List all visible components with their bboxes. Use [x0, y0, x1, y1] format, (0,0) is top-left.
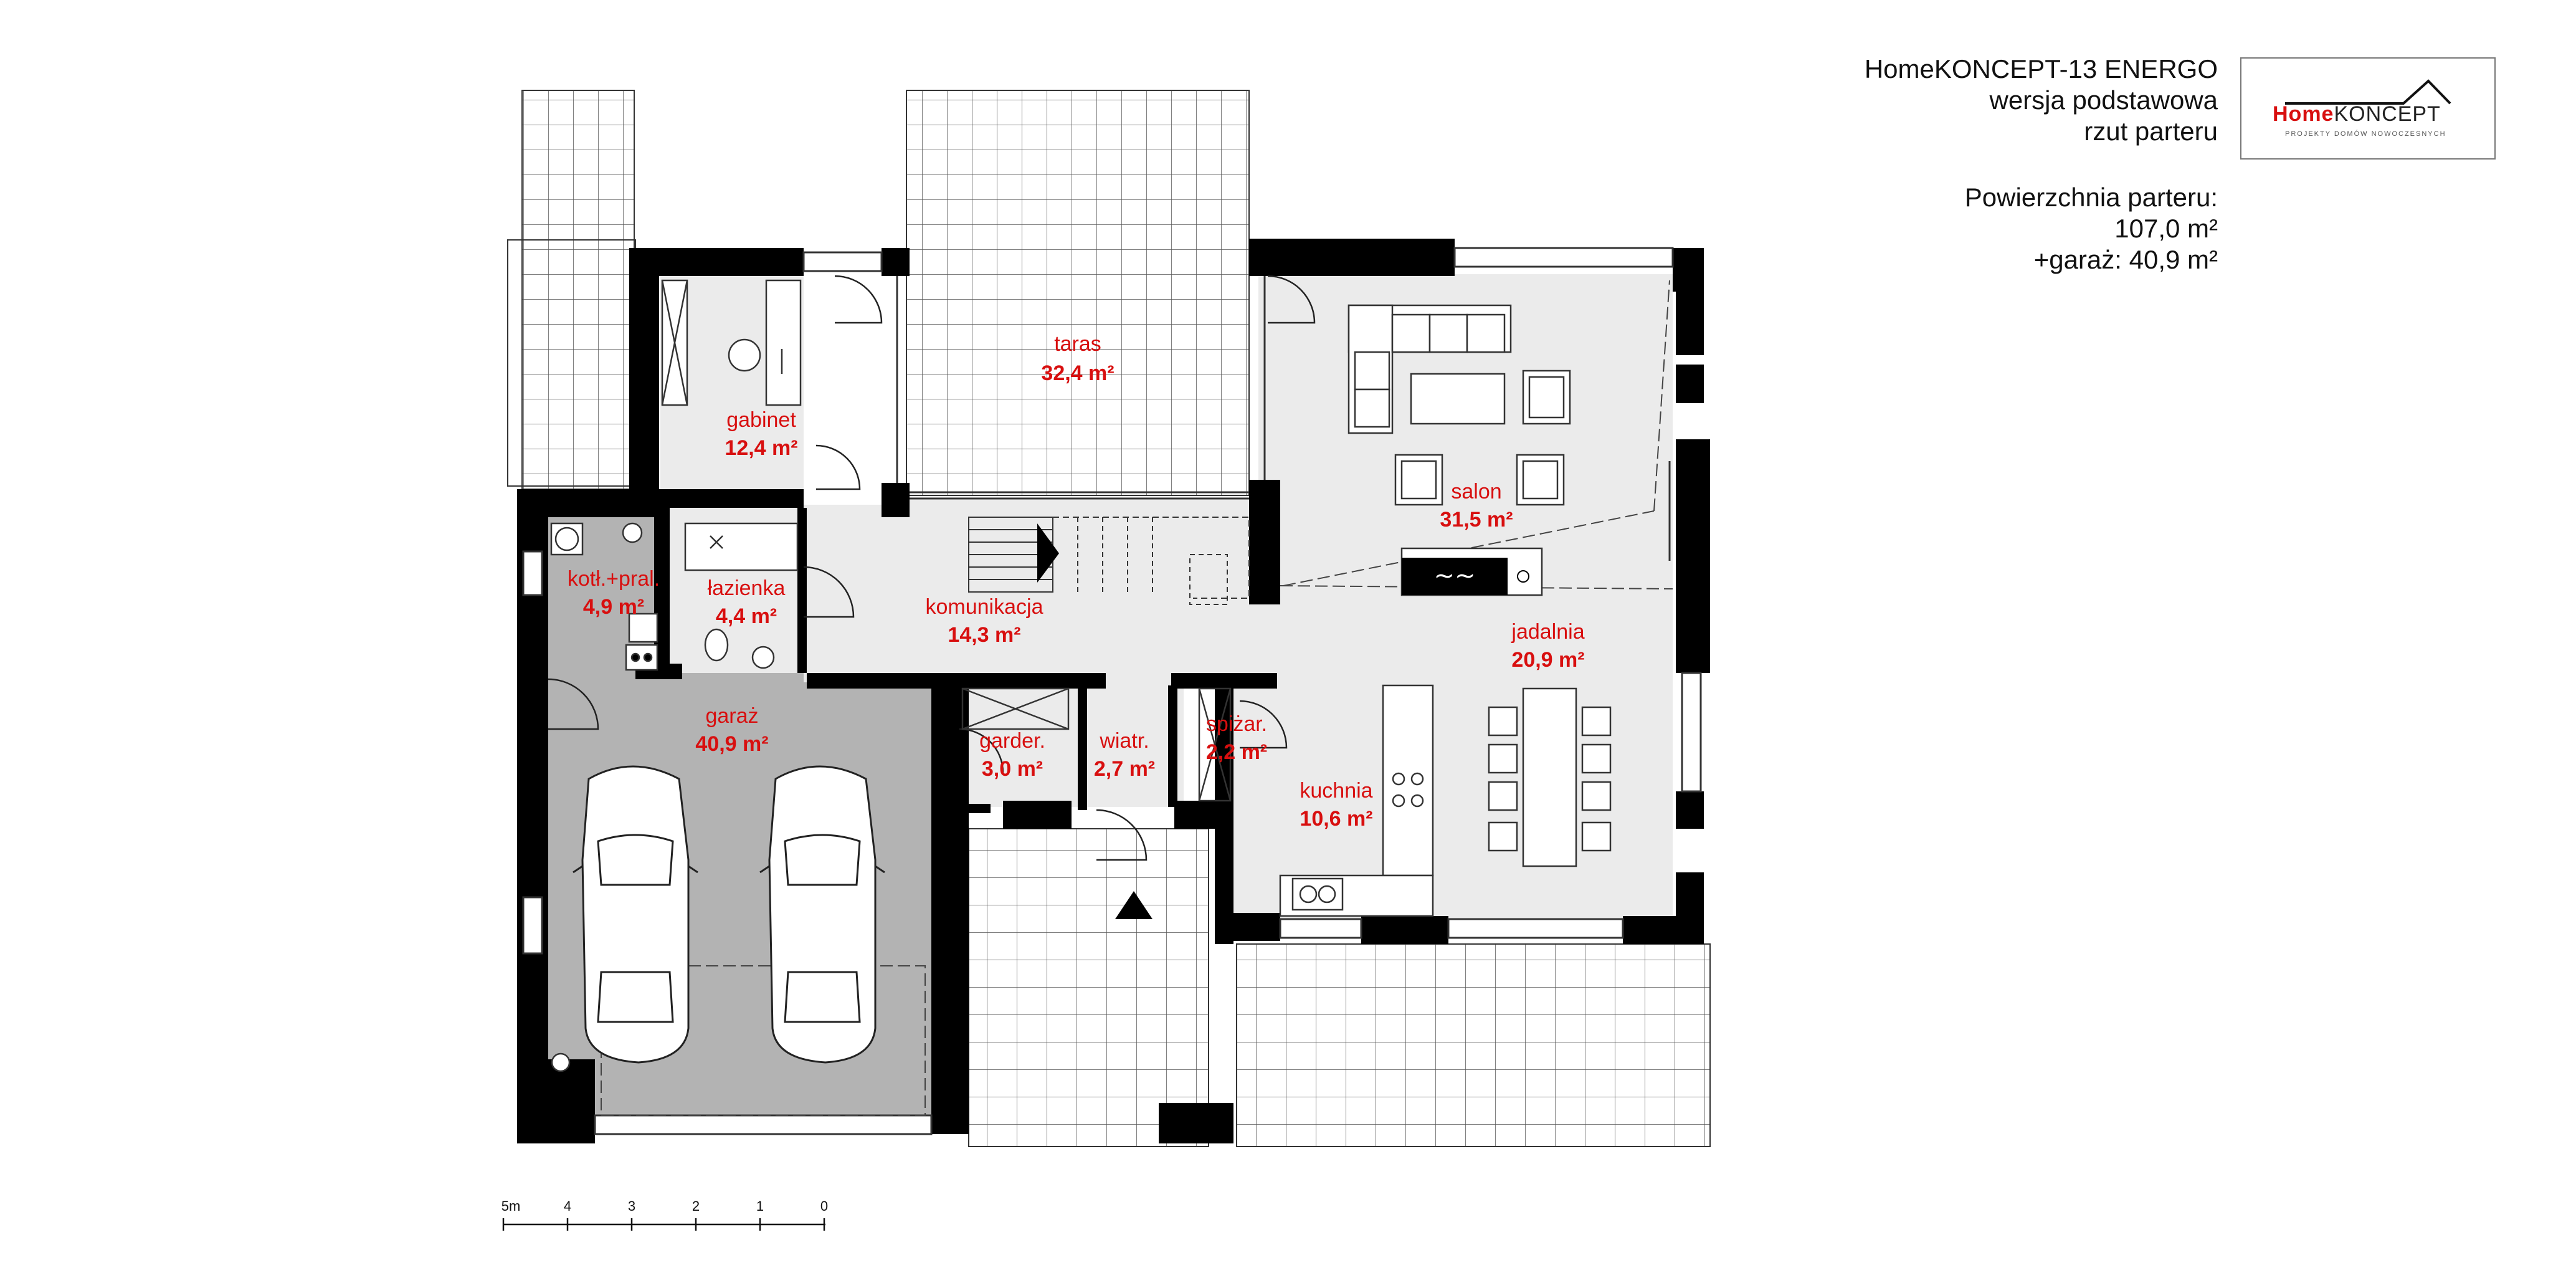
label-jadalnia-area: 20,9 m²	[1511, 648, 1584, 672]
coffee-table	[1410, 373, 1506, 425]
project-version: wersja podstawowa	[1989, 85, 2218, 115]
sofa	[1347, 304, 1512, 434]
scale-label-1: 1	[756, 1198, 764, 1214]
label-gabinet-area: 12,4 m²	[725, 436, 797, 460]
entrance-paving	[968, 828, 1711, 1147]
label-gabinet-name: gabinet	[726, 408, 796, 432]
label-lazienka-area: 4,4 m²	[716, 604, 777, 628]
label-garaz-area: 40,9 m²	[695, 732, 768, 756]
terrace-glazing	[896, 276, 1266, 500]
armchairs	[1394, 370, 1571, 506]
title-block: HomeKONCEPT-13 ENERGO wersja podstawowa …	[1856, 54, 2218, 147]
logo-koncept: KONCEPT	[2334, 102, 2441, 126]
scale-label-2: 2	[692, 1198, 700, 1214]
room-labels: taras 32,4 m² gabinet 12,4 m² salon 31,5…	[568, 332, 1585, 831]
label-wiatrolap-name: wiatr.	[1099, 729, 1149, 753]
label-garderoba-name: garder.	[979, 729, 1045, 753]
area-summary: Powierzchnia parteru: 107,0 m² +garaż: 4…	[1856, 182, 2218, 275]
company-logo: HomeKONCEPT PROJEKTY DOMÓW NOWOCZESNYCH	[2240, 57, 2496, 160]
logo-home: Home	[2273, 102, 2334, 126]
bathroom-fixtures	[684, 522, 799, 669]
car-left	[573, 765, 698, 1064]
stairs-arrow	[1037, 523, 1059, 583]
shelving	[961, 687, 1232, 802]
walls	[517, 239, 1710, 1143]
label-spizarnia-name: spiżar.	[1206, 712, 1267, 736]
label-wiatrolap-area: 2,7 m²	[1094, 757, 1155, 781]
door-swings	[548, 275, 1316, 861]
garage-area-value: +garaż: 40,9 m²	[2033, 245, 2218, 274]
scale-label-5: 5m	[501, 1198, 521, 1214]
label-kotl-name: kotł.+pral.	[568, 567, 660, 591]
side-paving	[507, 90, 636, 490]
label-taras-area: 32,4 m²	[1041, 361, 1114, 385]
label-kuchnia-name: kuchnia	[1300, 779, 1372, 803]
windows	[522, 247, 1702, 1135]
label-taras-name: taras	[1054, 332, 1101, 356]
label-spizarnia-area: 2,2 m²	[1206, 740, 1267, 764]
view-name: rzut parteru	[2084, 117, 2218, 146]
label-salon-name: salon	[1451, 480, 1501, 503]
label-salon-area: 31,5 m²	[1440, 508, 1513, 532]
label-komunikacja-name: komunikacja	[926, 595, 1043, 619]
scale-label-0: 0	[820, 1198, 828, 1214]
scale-label-3: 3	[628, 1198, 635, 1214]
kitchen-counter	[1279, 684, 1434, 917]
label-kuchnia-area: 10,6 m²	[1300, 807, 1372, 831]
terrace-paving	[906, 90, 1250, 496]
label-kotl-area: 4,9 m²	[583, 595, 644, 619]
desk	[661, 279, 802, 406]
entrance-arrow	[1115, 891, 1153, 919]
label-jadalnia-name: jadalnia	[1511, 620, 1584, 644]
label-garaz-name: garaż	[705, 704, 758, 728]
boiler-fixtures	[550, 522, 658, 1072]
fireplace: ~~	[1400, 547, 1543, 596]
label-garderoba-area: 3,0 m²	[982, 757, 1043, 781]
svg-text:~~: ~~	[1433, 561, 1475, 590]
floor-area-value: 107,0 m²	[2114, 214, 2218, 243]
project-title: HomeKONCEPT-13 ENERGO	[1864, 54, 2218, 83]
dining-table	[1488, 687, 1612, 867]
area-summary-label: Powierzchnia parteru:	[1964, 183, 2218, 212]
scale-label-4: 4	[564, 1198, 571, 1214]
logo-wordmark: HomeKONCEPT	[2273, 102, 2441, 126]
house-roof-icon	[2285, 79, 2451, 105]
scale-bar: 0 1 2 3 4 5m	[501, 1198, 828, 1231]
car-right	[759, 765, 885, 1064]
label-lazienka-name: łazienka	[708, 576, 786, 600]
label-komunikacja-area: 14,3 m²	[948, 623, 1020, 647]
logo-tagline: PROJEKTY DOMÓW NOWOCZESNYCH	[2285, 130, 2446, 138]
